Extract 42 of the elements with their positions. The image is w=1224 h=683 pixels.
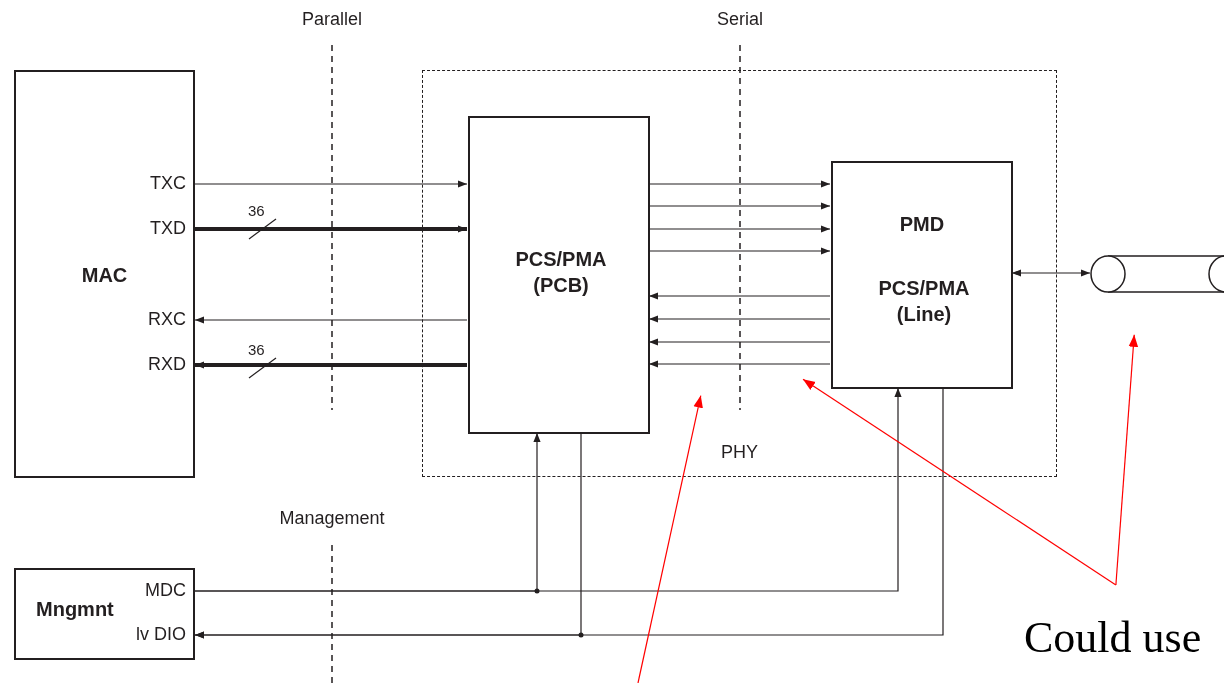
block-label: MAC	[80, 263, 129, 288]
leader-arrow	[637, 395, 703, 683]
arrow	[648, 180, 831, 188]
edge-label: 36	[248, 342, 265, 357]
block-box	[14, 70, 195, 478]
cable-cylinder	[1090, 255, 1224, 293]
arrow	[194, 316, 468, 324]
signal-label: TXD	[150, 219, 186, 239]
arrow	[648, 292, 831, 300]
signal-label: MDC	[145, 581, 186, 601]
block-box	[468, 116, 650, 434]
block-box	[14, 568, 195, 660]
signal-label: RXC	[148, 310, 186, 330]
section-label: Management	[278, 509, 386, 529]
arrow	[195, 225, 467, 233]
block-box	[831, 161, 1013, 389]
arrow	[648, 247, 831, 255]
block-label: Mngmnt	[36, 598, 114, 621]
arrow	[648, 202, 831, 210]
annotation-text: Could use	[1024, 612, 1202, 663]
section-label: Parallel	[301, 10, 363, 30]
arrow	[1011, 269, 1091, 277]
signal-label: lv DIO	[136, 625, 186, 645]
block-label: PMD	[898, 212, 946, 237]
arrow	[648, 360, 831, 368]
dashed-group-box	[422, 70, 1057, 477]
arrow	[194, 387, 902, 592]
block-label: PCS/PMA (PCB)	[514, 247, 608, 298]
edge-label: 36	[248, 203, 265, 218]
arrow	[194, 387, 944, 639]
signal-label: TXC	[150, 174, 186, 194]
block-label: PCS/PMA (Line)	[877, 276, 971, 327]
arrow	[195, 361, 467, 369]
arrow	[648, 315, 831, 323]
arrow	[648, 225, 831, 233]
signal-label: RXD	[148, 355, 186, 375]
arrow	[648, 338, 831, 346]
group-label: PHY	[720, 441, 759, 464]
leader-arrow	[1115, 334, 1139, 586]
leader-arrow	[802, 378, 1117, 586]
section-label: Serial	[716, 10, 764, 30]
arrow	[194, 180, 468, 188]
